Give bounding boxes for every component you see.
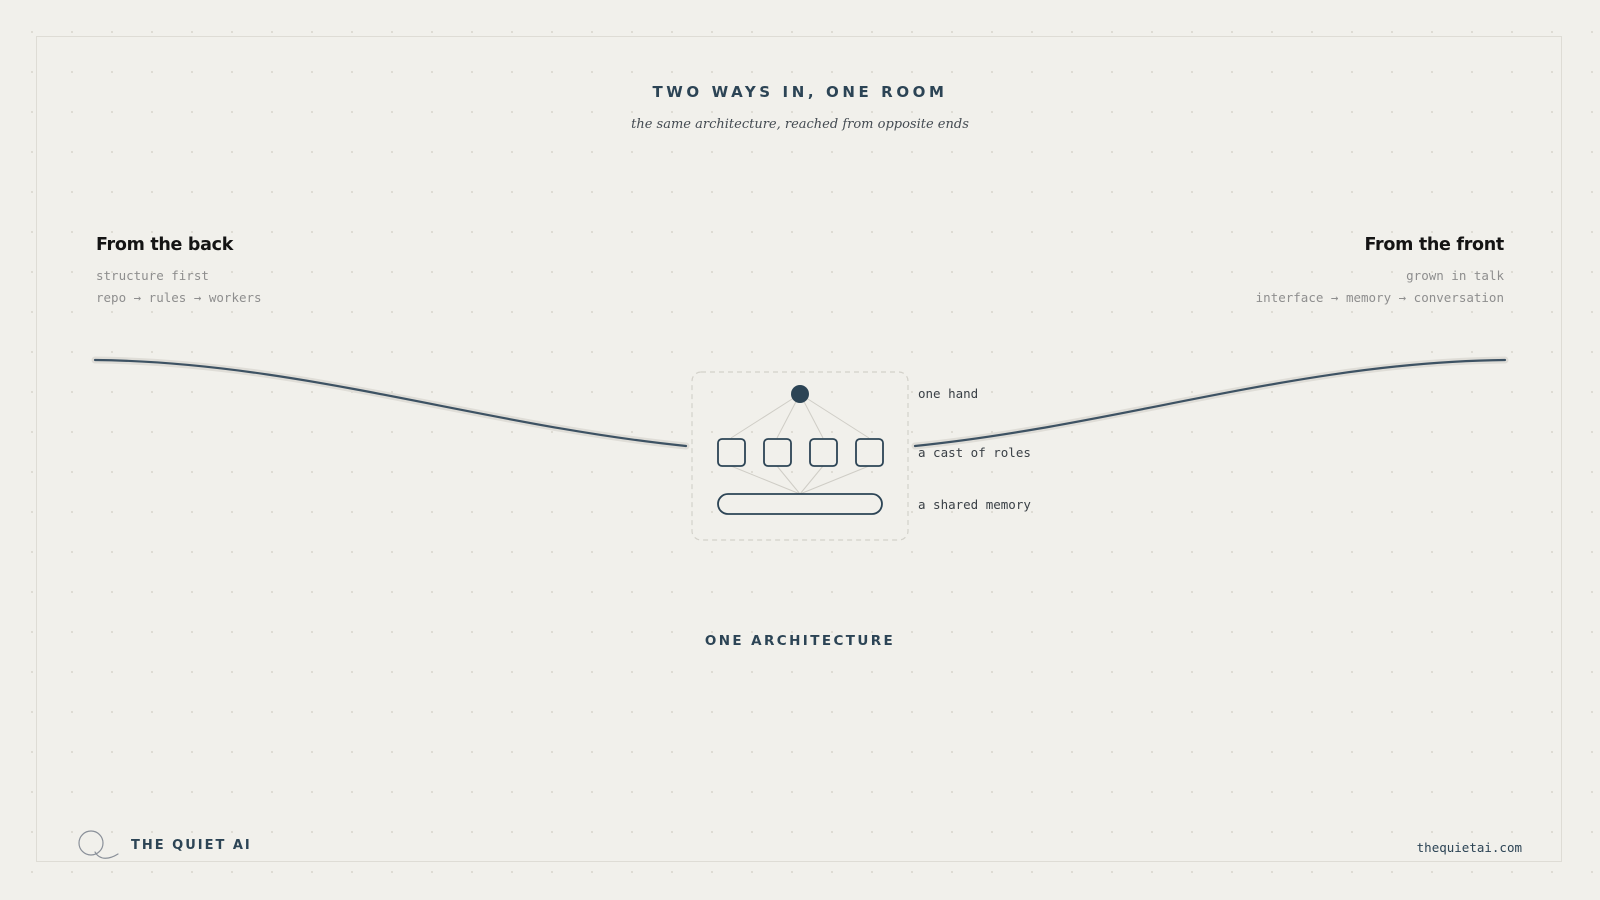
page-title: TWO WAYS IN, ONE ROOM [652, 83, 948, 101]
layer-label-hand: one hand [918, 386, 979, 401]
right-path-line-2: interface → memory → conversation [1255, 290, 1504, 305]
brand-logo-icon [78, 830, 119, 859]
role-node [855, 438, 884, 467]
page-subtitle: the same architecture, reached from oppo… [631, 117, 969, 132]
role-to-memory-connectors [730, 465, 870, 495]
website-link[interactable]: thequietai.com [1416, 840, 1522, 855]
right-path-curve-shadow [911, 356, 1509, 450]
role-node [717, 438, 746, 467]
page-frame [36, 36, 1562, 862]
layer-label-memory: a shared memory [918, 497, 1031, 512]
left-path-line-1: structure first [96, 268, 209, 283]
layer-label-roles: a cast of roles [918, 445, 1031, 460]
right-path-line-1: grown in talk [1406, 268, 1504, 283]
role-node [809, 438, 838, 467]
brand-name: THE QUIET AI [131, 838, 252, 853]
shared-memory-bar [717, 493, 883, 515]
right-path-heading: From the front [1364, 235, 1505, 255]
architecture-room-box [691, 371, 909, 541]
left-path-curve-shadow [91, 356, 690, 450]
role-node [763, 438, 792, 467]
right-path-curve [913, 358, 1507, 448]
one-hand-node [791, 385, 809, 403]
left-path-curve [93, 358, 688, 448]
left-path-heading: From the back [96, 235, 234, 255]
architecture-caption: ONE ARCHITECTURE [704, 633, 896, 649]
left-path-line-2: repo → rules → workers [96, 290, 262, 305]
